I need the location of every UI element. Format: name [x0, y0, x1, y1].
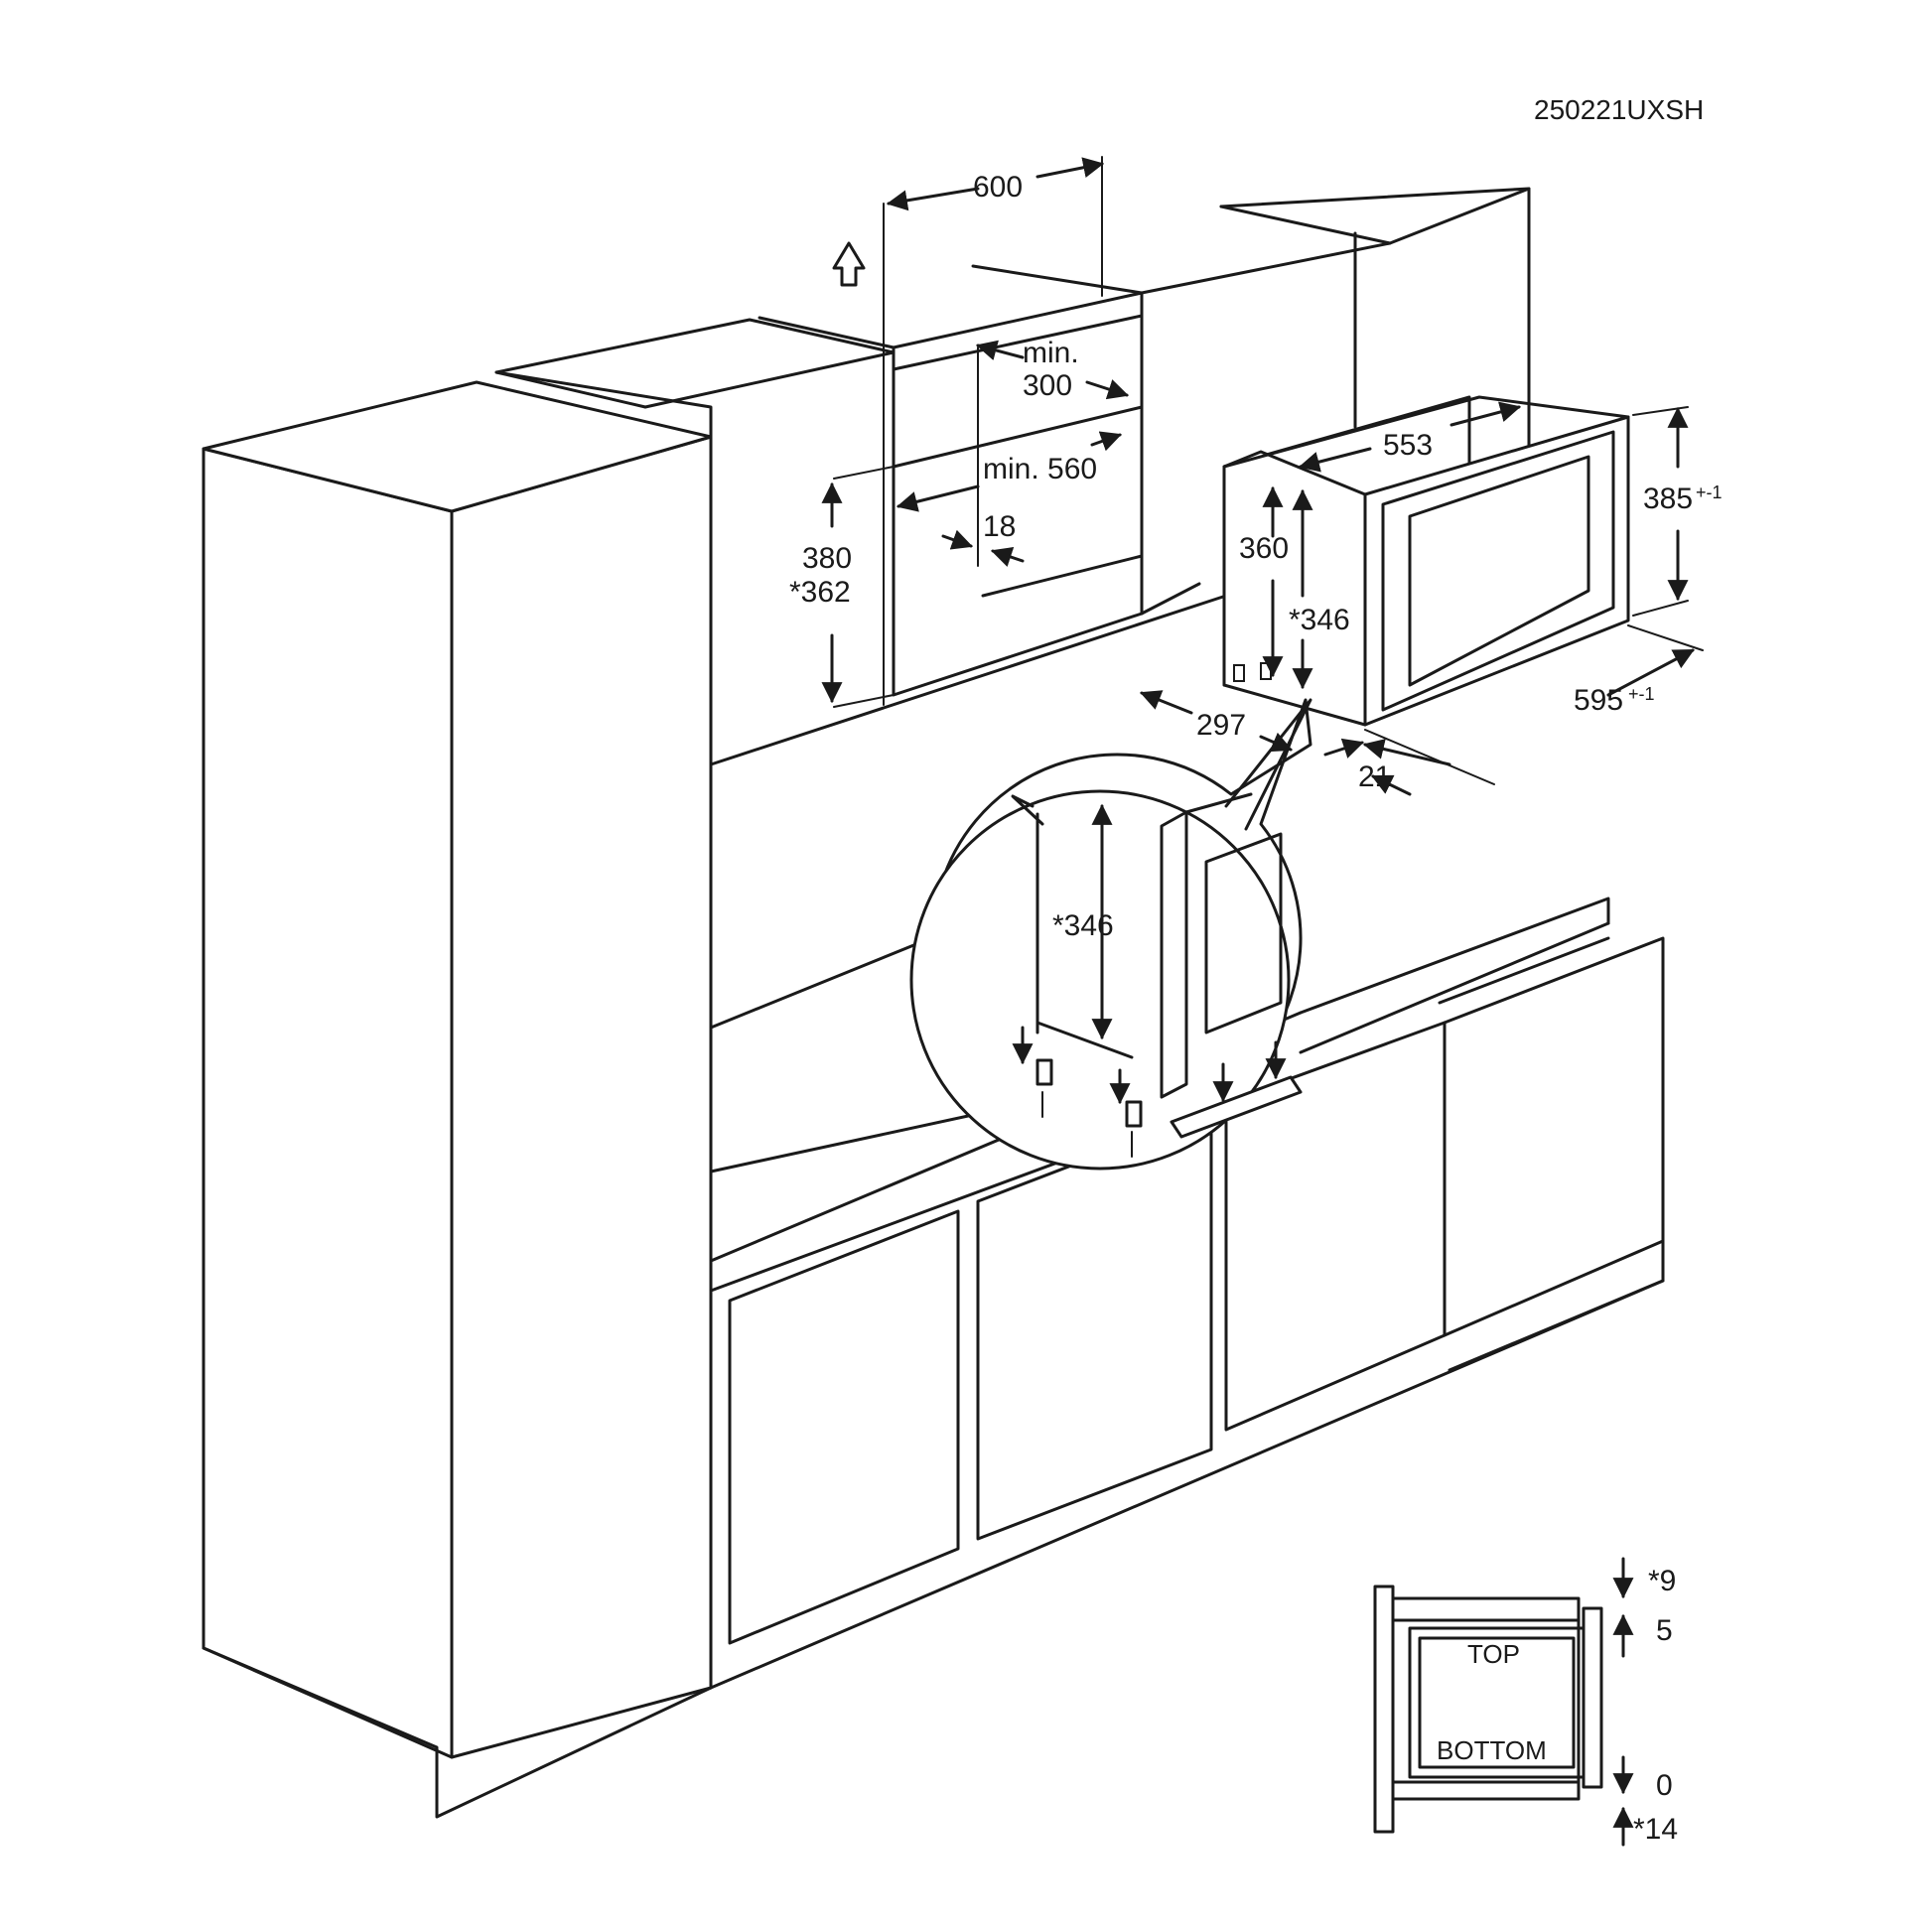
dim-vent-label-2: 300 — [1023, 369, 1072, 402]
dim-front-height: 385 — [1643, 483, 1693, 515]
detail-height-label: *346 — [1052, 909, 1114, 942]
dim-front-width-tol: +-1 — [1628, 684, 1655, 704]
side-bottom-label: BOTTOM — [1437, 1735, 1547, 1765]
side-top-offset: 5 — [1656, 1614, 1673, 1647]
dim-vent-label-1: min. — [1023, 337, 1079, 369]
microwave-appliance — [1222, 395, 1630, 727]
side-bottom-gap: *14 — [1633, 1813, 1678, 1846]
dim-niche-height: 380 — [802, 542, 852, 575]
dim-niche-width: 600 — [973, 171, 1023, 204]
dim-front-offset: 21 — [1358, 760, 1391, 793]
tall-cabinet — [202, 380, 713, 1819]
ventilation-arrow-icon — [832, 241, 866, 287]
dim-appliance-depth: 553 — [1383, 429, 1433, 462]
dim-side-depth: 297 — [1196, 709, 1246, 742]
dim-front-height-tol: +-1 — [1696, 483, 1723, 502]
dim-body-height: 360 — [1239, 532, 1289, 565]
side-top-label: TOP — [1467, 1639, 1520, 1669]
drawing-code: 250221UXSH — [1534, 94, 1704, 125]
upper-cabinets — [494, 187, 1531, 697]
side-view-diagram — [1373, 1557, 1634, 1847]
dim-panel-thickness: 18 — [983, 510, 1016, 543]
side-bottom-offset: 0 — [1656, 1769, 1673, 1802]
dim-body-height-alt: *346 — [1289, 604, 1350, 636]
dim-niche-depth: min. 560 — [983, 453, 1097, 485]
detail-callout — [909, 698, 1312, 1171]
dimension-lines — [821, 156, 1704, 796]
side-top-gap: *9 — [1648, 1565, 1676, 1597]
dim-niche-height-alt: *362 — [789, 576, 851, 609]
dim-front-width: 595 — [1574, 684, 1623, 717]
labels: 250221UXSH 600 min. 300 min. 560 18 380 … — [789, 94, 1723, 1846]
